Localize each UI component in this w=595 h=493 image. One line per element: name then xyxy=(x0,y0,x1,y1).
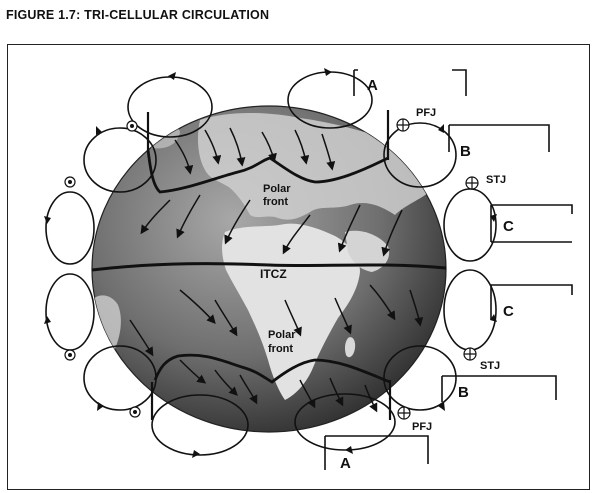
polar-cell-sw xyxy=(151,394,249,456)
ferrel-cell-nw xyxy=(83,127,157,193)
hadley-cell-w-n xyxy=(45,191,95,265)
answer-letter-C-bottom: C xyxy=(503,303,514,320)
jet-dot-w-s xyxy=(64,349,76,361)
jet-cross-stj-south xyxy=(463,347,477,361)
hadley-cell-e-s xyxy=(443,269,497,351)
polar-front-south-label-2: front xyxy=(268,343,293,355)
answer-box-A-left xyxy=(353,69,358,96)
surface-wind-arrows xyxy=(129,127,424,413)
globe xyxy=(91,105,447,433)
jet-cross-stj-north xyxy=(465,176,479,190)
jet-cross-pfj-south xyxy=(397,406,411,420)
hadley-cell-w-s xyxy=(45,273,95,351)
jet-markers xyxy=(64,118,479,420)
pfj-south-label: PFJ xyxy=(412,421,432,433)
polar-front-north-label-1: Polar xyxy=(263,183,291,195)
jet-cross-pfj-north xyxy=(396,118,410,132)
answer-box-C-top xyxy=(491,204,573,243)
answer-box-B-bottom xyxy=(441,375,557,402)
answer-letter-A-bottom: A xyxy=(340,455,351,472)
polar-front-north-label-2: front xyxy=(263,196,288,208)
cell-boundaries xyxy=(146,110,392,420)
stj-south-label: STJ xyxy=(480,360,500,372)
jet-dot-sw xyxy=(129,406,141,418)
figure-frame xyxy=(7,44,590,490)
polar-front-south-label-1: Polar xyxy=(268,329,296,341)
answer-box-A-bottom xyxy=(324,435,429,470)
answer-letter-C-top: C xyxy=(503,218,514,235)
ferrel-cell-sw xyxy=(83,345,157,411)
answer-box-A-right xyxy=(452,69,467,96)
pfj-north-label: PFJ xyxy=(416,107,436,119)
answer-box-C-bottom xyxy=(490,284,573,320)
answer-letter-B-top: B xyxy=(460,143,471,160)
ferrel-cell-se xyxy=(383,345,457,411)
polar-front-south-line xyxy=(153,353,391,384)
polar-cell-nw-1 xyxy=(127,76,213,138)
globe-labels: Polar front ITCZ Polar front PFJ STJ STJ… xyxy=(260,107,506,433)
answer-letter-B-bottom: B xyxy=(458,384,469,401)
answer-letter-A-top: A xyxy=(367,77,378,94)
hadley-cell-e-n xyxy=(443,188,497,262)
ferrel-cell-ne xyxy=(383,122,457,188)
figure-title: FIGURE 1.7: TRI-CELLULAR CIRCULATION xyxy=(6,8,270,22)
answer-box-letters: A B C C B A xyxy=(340,77,514,472)
answer-box-B-top xyxy=(448,124,550,152)
polar-front-north-line xyxy=(146,149,389,194)
itcz-line xyxy=(91,262,447,272)
jet-dot-nw xyxy=(126,120,138,132)
answer-boxes xyxy=(324,69,573,470)
itcz-label: ITCZ xyxy=(260,267,287,281)
stj-north-label: STJ xyxy=(486,174,506,186)
jet-dot-w-n xyxy=(64,176,76,188)
